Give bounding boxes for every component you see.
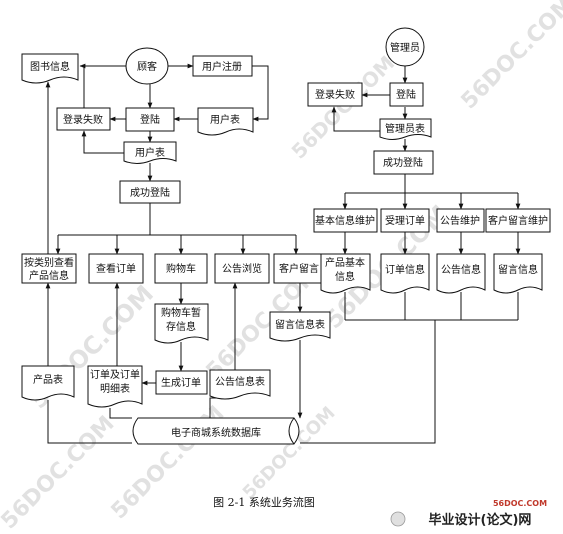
node-label: 购物车暂	[161, 306, 201, 319]
node-login-left: 登陆	[125, 107, 175, 132]
node-label: 查看订单	[96, 262, 136, 275]
watermark: 56DOC.COM	[287, 51, 400, 164]
node-notice-table: 公告信息表	[209, 369, 271, 400]
node-user-table-right: 用户表	[197, 107, 254, 136]
node-login-right: 登陆	[389, 82, 424, 107]
node-user-table: 用户表	[123, 141, 177, 164]
node-message-table: 留言信息表	[269, 311, 331, 342]
node-label: 信息	[335, 270, 355, 283]
node-label: 基本信息维护	[315, 214, 375, 227]
node-label: 公告信息	[441, 263, 481, 276]
node-order-detail-table: 订单及订单 明细表	[87, 365, 143, 408]
node-label: 成功登陆	[383, 156, 423, 169]
node-label: 用户表	[135, 146, 165, 159]
node-label: 用户注册	[202, 60, 242, 73]
node-customer-message-maint: 客户留言维护	[485, 208, 551, 233]
watermark: 56DOC.COM	[457, 0, 563, 114]
node-label: 公告浏览	[222, 262, 262, 275]
node-customer: 顾客	[125, 47, 169, 85]
node-label: 产品基本	[325, 256, 365, 269]
node-label: 图书信息	[30, 60, 70, 73]
node-browse-by-category: 按类别查看 产品信息	[21, 253, 77, 284]
node-label: 产品表	[33, 373, 63, 386]
logo-site: 56DOC.COM	[493, 499, 547, 508]
node-label: 留言信息	[498, 263, 538, 276]
node-product-table: 产品表	[21, 365, 75, 401]
node-notice-info: 公告信息	[436, 253, 486, 294]
node-label: 客户留言	[279, 262, 319, 275]
connectors	[45, 63, 521, 444]
node-label: 订单信息	[385, 263, 425, 276]
node-label: 生成订单	[161, 376, 201, 389]
figure-caption: 图 2-1 系统业务流图	[213, 495, 315, 509]
node-label: 用户表	[210, 113, 240, 126]
logo-text: 毕业设计(论文)网	[429, 512, 532, 528]
node-label: 管理员	[390, 41, 420, 54]
node-label: 管理员表	[385, 122, 425, 135]
node-label: 存信息	[166, 320, 196, 333]
node-login-fail-right: 登录失败	[307, 82, 363, 107]
node-admin-table: 管理员表	[379, 118, 432, 140]
node-order-info: 订单信息	[380, 253, 430, 294]
site-logo: 56DOC.COM 毕业设计(论文)网	[390, 499, 547, 528]
watermark: 56DOC.COM	[0, 411, 119, 534]
node-cart-temp-info: 购物车暂 存信息	[154, 303, 209, 344]
node-label: 成功登陆	[130, 186, 170, 199]
node-label: 明细表	[100, 382, 130, 395]
node-accept-order: 受理订单	[380, 208, 430, 233]
node-basic-info-maint: 基本信息维护	[313, 208, 378, 233]
node-book-info: 图书信息	[21, 53, 79, 84]
node-label: 购物车	[166, 262, 196, 275]
node-label: 公告维护	[440, 214, 480, 227]
node-login-fail-left: 登录失败	[56, 107, 111, 131]
node-label: 电子商城系统数据库	[171, 426, 261, 439]
node-login-success-left: 成功登陆	[119, 180, 181, 204]
node-label: 订单及订单	[90, 369, 140, 381]
node-label: 公告信息表	[215, 375, 265, 388]
node-label: 受理订单	[385, 215, 425, 227]
node-view-order: 查看订单	[88, 253, 144, 284]
node-login-success-right: 成功登陆	[373, 150, 434, 175]
node-label: 客户留言维护	[488, 214, 548, 227]
node-label: 留言信息表	[275, 318, 325, 331]
node-label: 登录失败	[315, 88, 355, 101]
node-label: 产品信息	[29, 269, 69, 282]
node-cart: 购物车	[154, 253, 208, 284]
node-message-info: 留言信息	[493, 253, 543, 294]
node-label: 登录失败	[63, 113, 103, 126]
node-label: 登陆	[396, 88, 416, 101]
node-label: 顾客	[137, 60, 157, 73]
node-database: 电子商城系统数据库	[132, 417, 300, 445]
node-notice-browse: 公告浏览	[214, 253, 270, 284]
node-user-register: 用户注册	[192, 55, 253, 77]
node-product-basic-info: 产品基本 信息	[320, 253, 371, 294]
node-label: 登陆	[140, 113, 160, 126]
node-notice-maint: 公告维护	[436, 208, 485, 233]
logo-mark-icon	[390, 511, 406, 527]
node-admin: 管理员	[385, 27, 425, 67]
node-generate-order: 生成订单	[155, 370, 208, 395]
node-customer-message: 客户留言	[273, 253, 325, 284]
node-label: 按类别查看	[24, 256, 74, 269]
